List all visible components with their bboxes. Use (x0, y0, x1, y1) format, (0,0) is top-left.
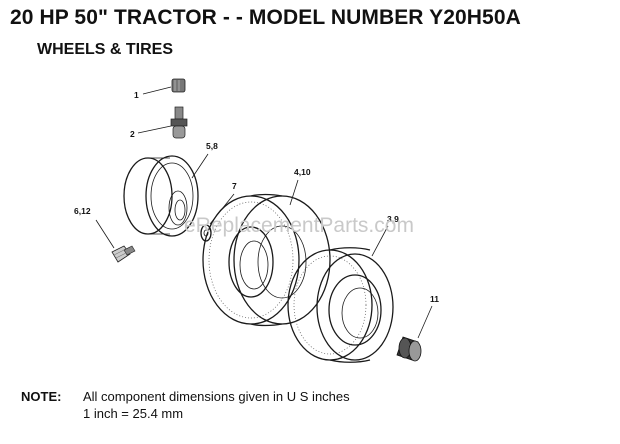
rear-tire-part (287, 247, 394, 363)
note-label: NOTE: (21, 389, 62, 404)
callout-7: 7 (232, 181, 237, 191)
section-subtitle: WHEELS & TIRES (37, 41, 174, 58)
valve-cap-part (171, 78, 186, 93)
front-tire-part (202, 193, 331, 327)
bolt-part (111, 245, 136, 263)
callout-3-9: 3,9 (387, 214, 399, 224)
hub-cap-part (396, 336, 422, 362)
leader-line-410 (289, 179, 299, 206)
valve-stem-part (170, 106, 188, 139)
note-line-1: All component dimensions given in U S in… (83, 389, 350, 404)
wheel-rim-part (123, 155, 199, 237)
callout-6-12: 6,12 (74, 206, 91, 216)
leader-line-2 (137, 125, 172, 134)
callout-11: 11 (430, 294, 439, 304)
callout-2: 2 (130, 129, 135, 139)
leader-line-58 (191, 153, 209, 179)
callout-5-8: 5,8 (206, 141, 218, 151)
callout-4-10: 4,10 (294, 167, 311, 177)
page-title: 20 HP 50" TRACTOR - - MODEL NUMBER Y20H5… (10, 6, 521, 29)
leader-line-39 (371, 225, 389, 257)
dimension-note: NOTE: All component dimensions given in U… (21, 389, 350, 404)
leader-line-11 (417, 305, 433, 339)
leader-line-612 (95, 219, 115, 249)
callout-1: 1 (134, 90, 139, 100)
watermark-text: eReplacementParts.com (184, 214, 414, 237)
note-line-2: 1 inch = 25.4 mm (83, 406, 184, 421)
leader-line-1 (142, 86, 172, 95)
